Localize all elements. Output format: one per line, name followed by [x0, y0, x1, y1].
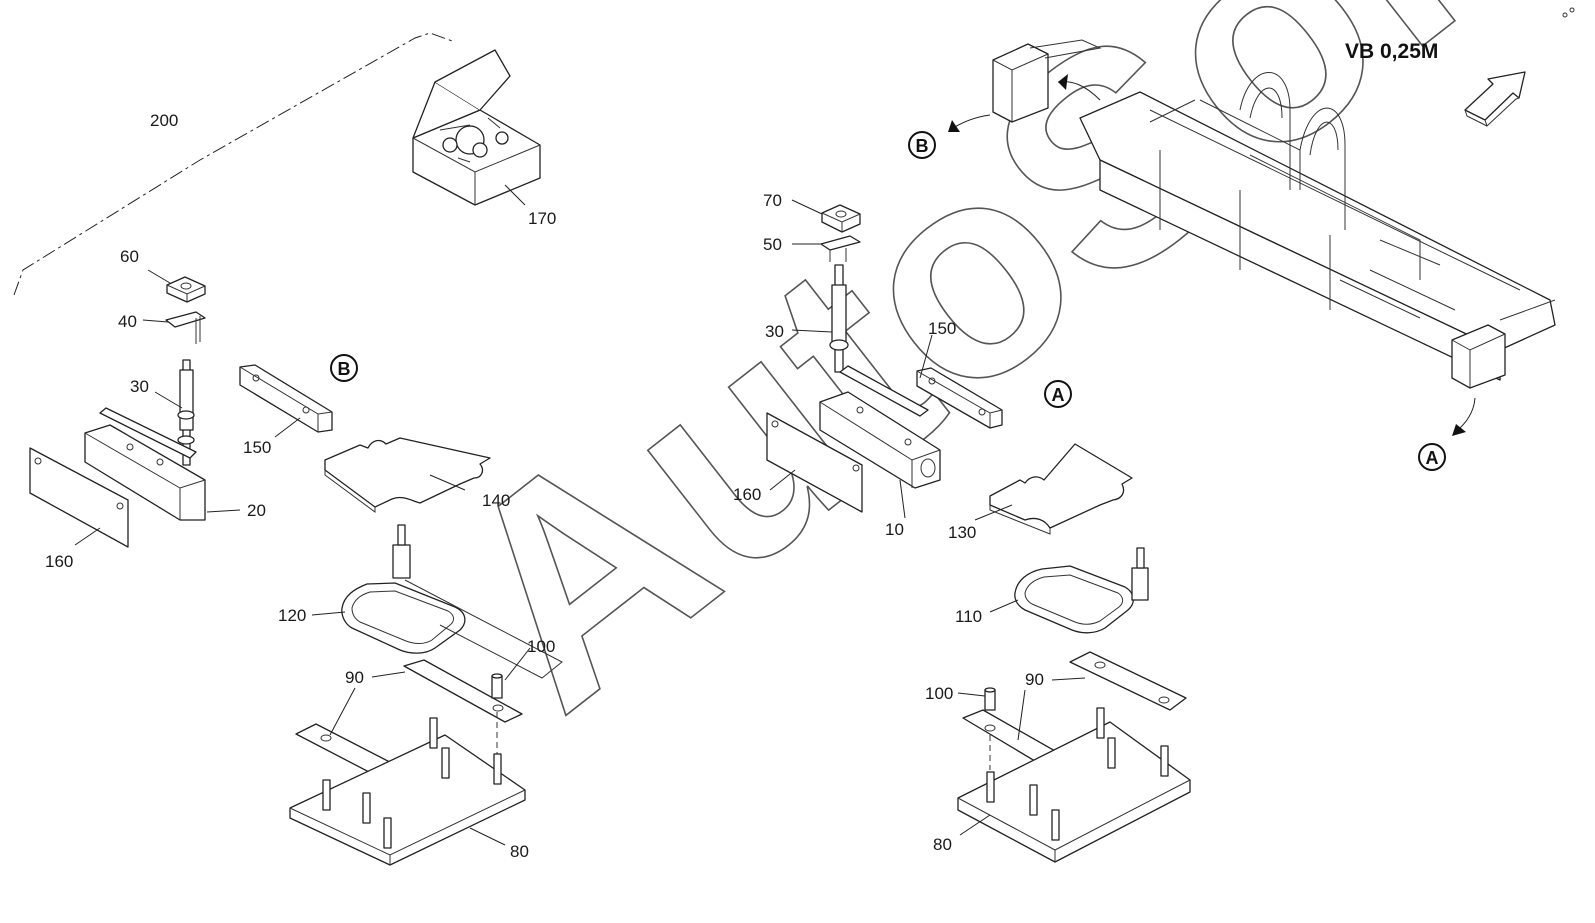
view-marker-b-left: B — [330, 354, 358, 382]
callout-130: 130 — [948, 523, 976, 542]
paver-overview-drawing — [948, 39, 1556, 436]
callout-70: 70 — [763, 191, 782, 210]
callout-labels: 200 170 60 40 30 150 20 160 140 120 100 … — [45, 111, 1044, 861]
callout-150-left: 150 — [243, 438, 271, 457]
callout-30-right: 30 — [765, 322, 784, 341]
svg-text:B: B — [338, 359, 351, 379]
callout-100-right: 100 — [925, 684, 953, 703]
callout-170: 170 — [528, 209, 556, 228]
callout-80-right: 80 — [933, 835, 952, 854]
callout-60: 60 — [120, 247, 139, 266]
callout-50: 50 — [763, 235, 782, 254]
callout-160-right: 160 — [733, 485, 761, 504]
callout-160-left: 160 — [45, 552, 73, 571]
direction-arrow-icon — [1464, 71, 1526, 127]
callout-30-left: 30 — [130, 377, 149, 396]
callout-200: 200 — [150, 111, 178, 130]
model-title: VB 0,25M — [1345, 40, 1438, 63]
callout-90-right: 90 — [1025, 670, 1044, 689]
callout-90-left: 90 — [345, 668, 364, 687]
callout-80-left: 80 — [510, 842, 529, 861]
callout-110: 110 — [955, 607, 982, 626]
svg-text:A: A — [1052, 385, 1065, 405]
callout-120: 120 — [278, 606, 306, 625]
callout-140: 140 — [482, 491, 510, 510]
svg-text:B: B — [916, 136, 929, 156]
parts-box-170 — [412, 49, 541, 206]
callout-100-left: 100 — [527, 637, 555, 656]
left-assembly — [29, 276, 563, 866]
leader-lines — [74, 184, 1086, 846]
callout-150-right: 150 — [928, 319, 956, 338]
callout-10: 10 — [885, 520, 904, 539]
corner-mark-icon — [1562, 7, 1575, 18]
view-marker-a-center: A — [1044, 380, 1072, 408]
kit-bracket-200 — [13, 32, 456, 296]
view-marker-b-top: B — [908, 131, 936, 159]
right-assembly — [766, 204, 1191, 863]
svg-text:A: A — [1426, 448, 1439, 468]
view-marker-a-right: A — [1418, 443, 1446, 471]
callout-40: 40 — [118, 312, 137, 331]
watermark-text: AutoSoft — [393, 0, 1595, 770]
callout-20: 20 — [247, 501, 266, 520]
